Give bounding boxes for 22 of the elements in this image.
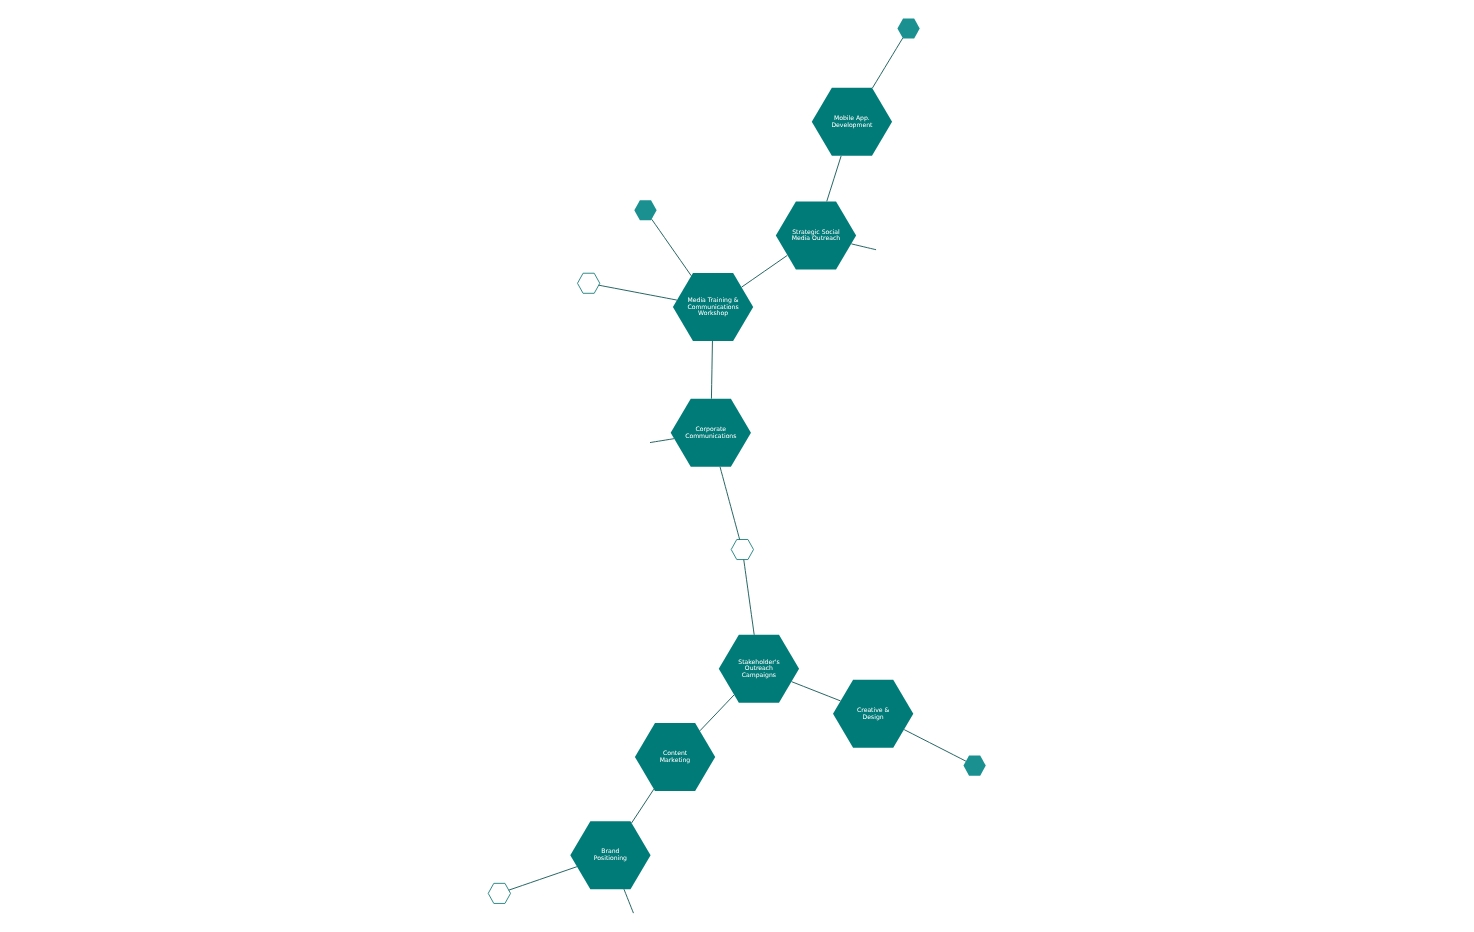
connector <box>871 37 904 89</box>
node-hexagon <box>730 539 754 560</box>
connector <box>623 888 634 914</box>
connector <box>699 694 735 732</box>
connector <box>649 438 675 443</box>
connector <box>743 559 755 636</box>
connector <box>741 254 788 288</box>
connector <box>508 866 578 891</box>
node-hexagon <box>963 755 986 776</box>
connector <box>791 681 841 702</box>
node-hexagon <box>487 882 511 904</box>
connector <box>598 284 678 301</box>
connector <box>631 788 655 824</box>
node-hexagon <box>577 272 601 294</box>
node-hexagon <box>634 200 657 221</box>
node-hexagon <box>897 18 920 39</box>
connector <box>651 218 692 277</box>
connector <box>903 729 967 762</box>
connector <box>850 243 877 251</box>
connector <box>719 466 741 540</box>
connector <box>711 340 713 400</box>
connector <box>826 155 842 202</box>
